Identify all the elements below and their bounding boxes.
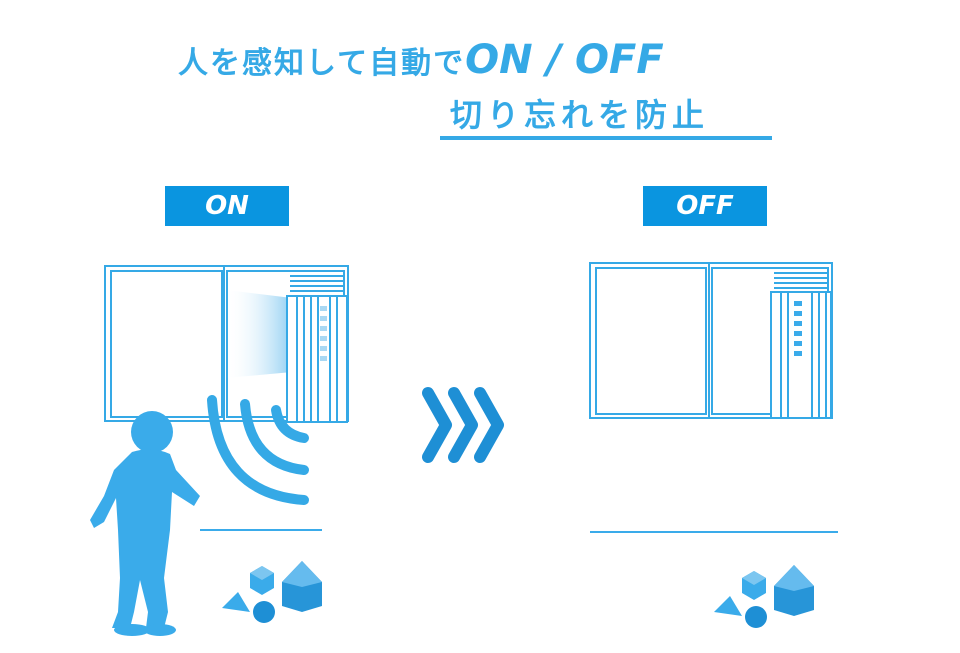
headline-prefix: 人を感知して自動で <box>178 46 466 81</box>
headline-on-off: ON / OFF <box>465 37 664 83</box>
air-conditioner-on <box>286 295 348 423</box>
subheadline: 切り忘れを防止 <box>450 96 710 134</box>
subheadline-underline <box>440 136 772 140</box>
motion-wave-icon <box>207 395 309 505</box>
toy-blocks-icon-right <box>714 565 814 628</box>
toy-blocks-icon-left <box>222 561 322 623</box>
on-badge: ON <box>165 186 289 226</box>
sensor-lights-on <box>320 306 327 361</box>
headline: 人を感知して自動でON / OFF <box>178 30 664 90</box>
sensor-lights-off <box>794 301 802 356</box>
airflow-beam <box>226 290 292 378</box>
off-badge: OFF <box>643 186 767 226</box>
triple-chevron-right-icon <box>422 387 504 463</box>
child-silhouette-icon <box>90 411 200 636</box>
